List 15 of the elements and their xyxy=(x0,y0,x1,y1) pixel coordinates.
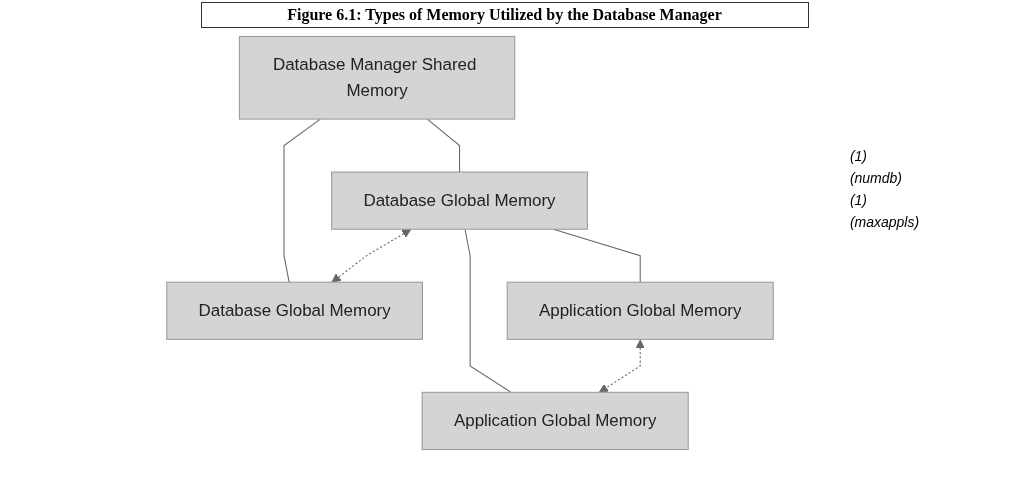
figure-title: Figure 6.1: Types of Memory Utilized by the Database Manager xyxy=(200,2,809,28)
count-note: (1) xyxy=(849,192,868,208)
count-note: (maxappls) xyxy=(849,214,920,230)
arrow xyxy=(598,339,645,393)
count-note: (1) xyxy=(849,148,868,164)
node-box: Database Global Memory xyxy=(331,171,588,230)
arrow xyxy=(331,229,412,283)
count-note: (numdb) xyxy=(849,170,903,186)
node-box: Application Global Memory xyxy=(421,391,689,451)
connector xyxy=(426,118,460,173)
node-box: Database Manager Shared Memory xyxy=(238,35,516,120)
node-box: Database Global Memory xyxy=(166,281,423,340)
connector xyxy=(464,228,512,393)
node-box: Application Global Memory xyxy=(506,281,774,340)
connector xyxy=(283,118,321,283)
